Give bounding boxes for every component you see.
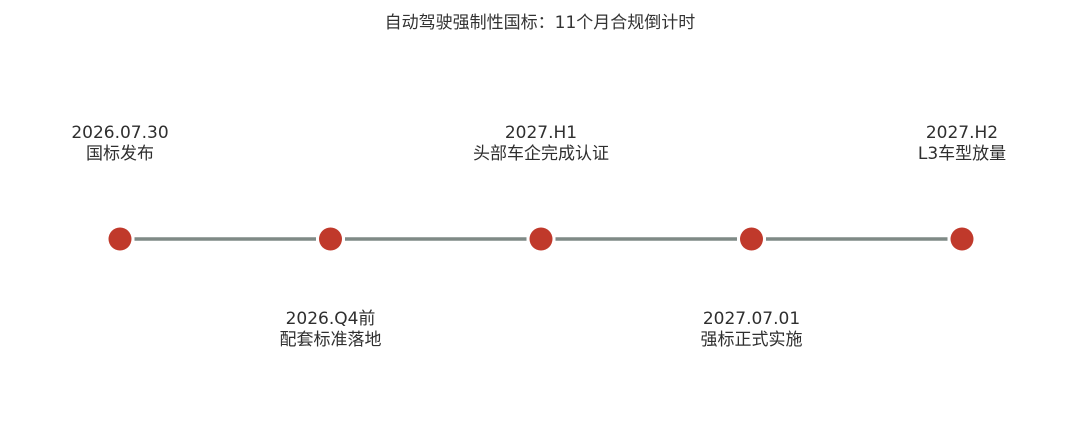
milestone-date: 2027.07.01	[702, 309, 801, 329]
milestone-desc: 国标发布	[86, 144, 154, 164]
milestone-dot	[529, 227, 553, 251]
milestone-date: 2026.07.30	[71, 123, 169, 143]
milestone-label: 2026.Q4前 配套标准落地	[221, 309, 441, 351]
milestone-date: 2027.H1	[504, 123, 578, 143]
milestone-date: 2026.Q4前	[285, 309, 376, 329]
milestone-dot	[108, 227, 132, 251]
milestone-desc: 配套标准落地	[279, 330, 382, 350]
milestone-dot	[950, 227, 974, 251]
milestone-date: 2027.H2	[925, 123, 999, 143]
milestone-desc: 头部车企完成认证	[473, 144, 609, 164]
milestone-dot	[740, 227, 763, 251]
timeline-dots	[108, 227, 974, 251]
milestone-label: 2026.07.30 国标发布	[10, 123, 230, 165]
milestone-desc: 强标正式实施	[700, 330, 803, 350]
milestone-desc: L3车型放量	[917, 144, 1007, 164]
chart-title: 自动驾驶强制性国标：11个月合规倒计时	[384, 13, 696, 33]
milestone-label: 2027.07.01 强标正式实施	[642, 309, 862, 351]
milestone-label: 2027.H2 L3车型放量	[852, 123, 1072, 165]
milestone-label: 2027.H1 头部车企完成认证	[431, 123, 651, 165]
milestone-dot	[319, 227, 342, 251]
